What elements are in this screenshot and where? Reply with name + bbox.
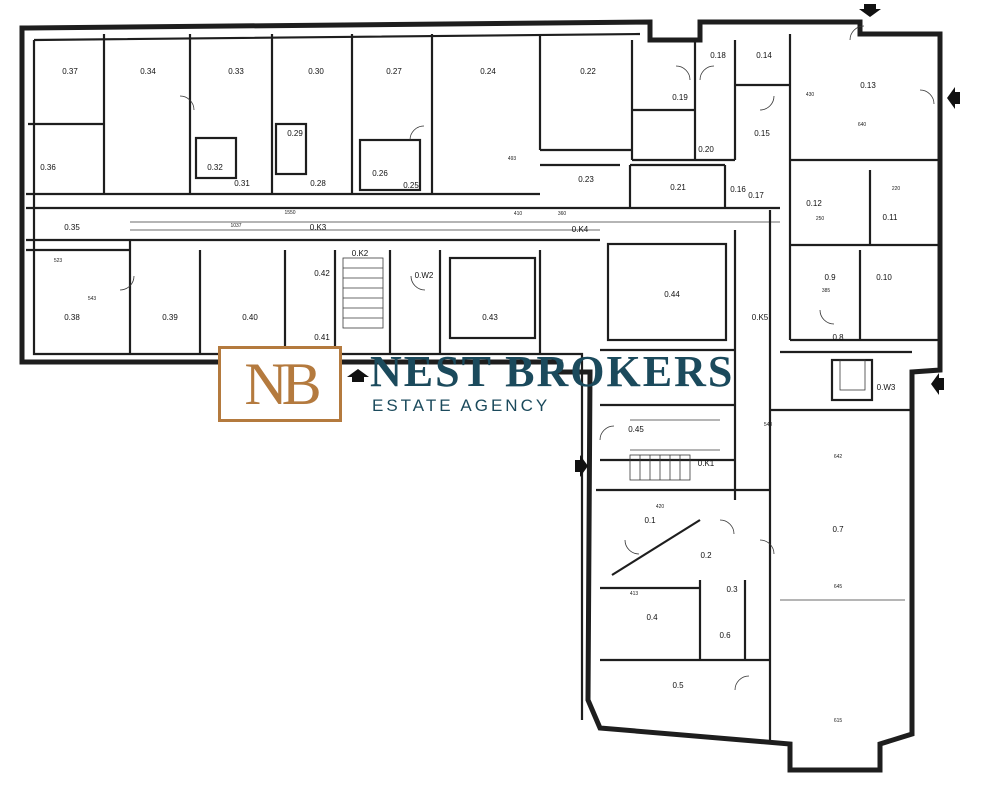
room-label: 0.38: [64, 313, 80, 322]
right-wing-partitions: [770, 170, 940, 412]
room-label: 0.36: [40, 163, 56, 172]
room-label: 0.18: [710, 51, 726, 60]
room-label: 0.37: [62, 67, 78, 76]
room-label: 0.4: [646, 613, 658, 622]
dimension-label: 360: [558, 211, 567, 217]
dimension-label: 642: [834, 454, 843, 460]
top-row-partitions: [26, 34, 940, 208]
door-swings: [119, 25, 935, 691]
room-label: 0.24: [480, 67, 496, 76]
room-label: 0.34: [140, 67, 156, 76]
room-label: 0.28: [310, 179, 326, 188]
entrance-arrow-icon: [575, 455, 588, 477]
entrance-arrows: [347, 4, 960, 477]
dimension-label: 410: [514, 211, 523, 217]
room-label: 0.10: [876, 273, 892, 282]
room-label: 0.9: [824, 273, 836, 282]
room-label: 0.30: [308, 67, 324, 76]
brand-tagline: ESTATE AGENCY: [372, 396, 551, 415]
nest-brokers-logo: NB NEST BROKERS ESTATE AGENCY: [218, 346, 808, 426]
room-label: 0.35: [64, 223, 80, 232]
room-label: 0.33: [228, 67, 244, 76]
room-label: 0.3: [726, 585, 738, 594]
nb-monogram-box: NB: [218, 346, 342, 422]
room-label: 0.2: [700, 551, 712, 560]
room-label: 0.16: [730, 185, 746, 194]
room-label: 0.1: [644, 516, 656, 525]
nb-monogram: NB: [244, 351, 321, 417]
dimension-label: 548: [764, 422, 773, 428]
room-label: 0.W3: [877, 383, 896, 392]
dimension-label: 523: [54, 258, 63, 264]
dimension-label: 385: [822, 288, 831, 294]
room-label: 0.23: [578, 175, 594, 184]
room-label: 0.13: [860, 81, 876, 90]
room-label: 0.29: [287, 129, 303, 138]
room-label: 0.W2: [415, 271, 434, 280]
dimension-label: 493: [508, 156, 517, 162]
dimension-label: 543: [88, 296, 97, 302]
room-label: 0.5: [672, 681, 684, 690]
room-label: 0.K5: [752, 313, 769, 322]
room-label: 0.K1: [698, 459, 715, 468]
room-label: 0.43: [482, 313, 498, 322]
lower-left-partitions: [26, 240, 542, 354]
room-label: 0.41: [314, 333, 330, 342]
dimension-label: 250: [816, 216, 825, 222]
lower-right-partitions: [596, 242, 905, 662]
dimension-label: 640: [858, 122, 867, 128]
room-label: 0.K4: [572, 225, 589, 234]
room-label: 0.12: [806, 199, 822, 208]
room-label: 0.45: [628, 425, 644, 434]
room-label: 0.17: [748, 191, 764, 200]
dimension-label: 413: [630, 591, 639, 597]
room-label: 0.19: [672, 93, 688, 102]
room-label: 0.32: [207, 163, 223, 172]
dimension-labels: 1037 1550 493 645 642 640 420 413 615 54…: [54, 92, 901, 724]
room-label: 0.6: [719, 631, 731, 640]
room-label: 0.22: [580, 67, 596, 76]
dimension-label: 430: [806, 92, 815, 98]
room-label: 0.11: [883, 213, 899, 222]
room-label: 0.15: [754, 129, 770, 138]
corridor-walls: [26, 206, 780, 740]
room-label: 0.K2: [352, 249, 369, 258]
dimension-label: 420: [656, 504, 665, 510]
entrance-arrow-icon: [859, 4, 881, 17]
room-label: 0.26: [372, 169, 388, 178]
dimension-label: 1037: [230, 223, 241, 229]
brand-name: NEST BROKERS: [370, 347, 735, 396]
dimension-label: 1550: [284, 210, 295, 216]
room-label: 0.39: [162, 313, 178, 322]
room-label: 0.20: [698, 145, 714, 154]
dimension-label: 220: [892, 186, 901, 192]
dimension-label: 615: [834, 718, 843, 724]
room-labels: 0.37 0.36 0.35 0.38 0.34 0.33 0.32 0.31 …: [40, 51, 898, 690]
entrance-arrow-icon: [347, 369, 369, 382]
dimension-label: 645: [834, 584, 843, 590]
room-label: 0.14: [756, 51, 772, 60]
room-label: 0.25: [403, 181, 419, 190]
room-label: 0.40: [242, 313, 258, 322]
room-label: 0.44: [664, 290, 680, 299]
room-label: 0.31: [234, 179, 250, 188]
room-label: 0.8: [832, 333, 844, 342]
room-label: 0.K3: [310, 223, 327, 232]
room-label: 0.27: [386, 67, 402, 76]
entrance-arrow-icon: [931, 373, 944, 395]
room-label: 0.42: [314, 269, 330, 278]
room-label: 0.21: [670, 183, 686, 192]
entrance-arrow-icon: [947, 87, 960, 109]
room-label: 0.7: [832, 525, 844, 534]
